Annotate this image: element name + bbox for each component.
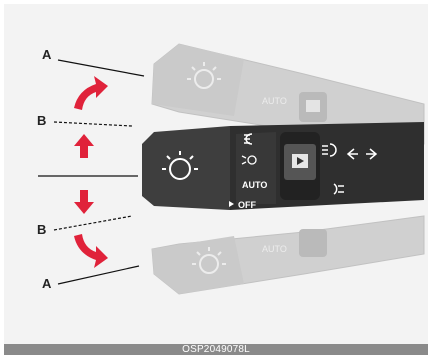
straight-arrow-down bbox=[74, 190, 94, 214]
label-b-top: B bbox=[37, 113, 46, 128]
auto-text: AUTO bbox=[242, 180, 267, 190]
label-a-top: A bbox=[42, 47, 51, 62]
lever-illustration: AUTO AUTO bbox=[4, 4, 428, 344]
ghost-lever-lower: AUTO bbox=[152, 216, 424, 294]
auto-text-ghost-upper: AUTO bbox=[262, 96, 287, 106]
label-b-bottom: B bbox=[37, 222, 46, 237]
auto-text-ghost-lower: AUTO bbox=[262, 244, 287, 254]
caption-bar: OSP2049078L bbox=[4, 344, 428, 355]
curved-arrow-up bbox=[74, 76, 108, 110]
curved-arrow-down bbox=[74, 234, 108, 268]
off-text: OFF bbox=[238, 200, 256, 210]
red-arrows bbox=[74, 76, 108, 268]
label-a-bottom: A bbox=[42, 276, 51, 291]
figure-caption: OSP2049078L bbox=[4, 344, 428, 355]
illustration-panel: AUTO AUTO bbox=[4, 4, 428, 344]
main-lever: AUTO OFF bbox=[142, 122, 424, 210]
straight-arrow-up bbox=[74, 134, 94, 158]
